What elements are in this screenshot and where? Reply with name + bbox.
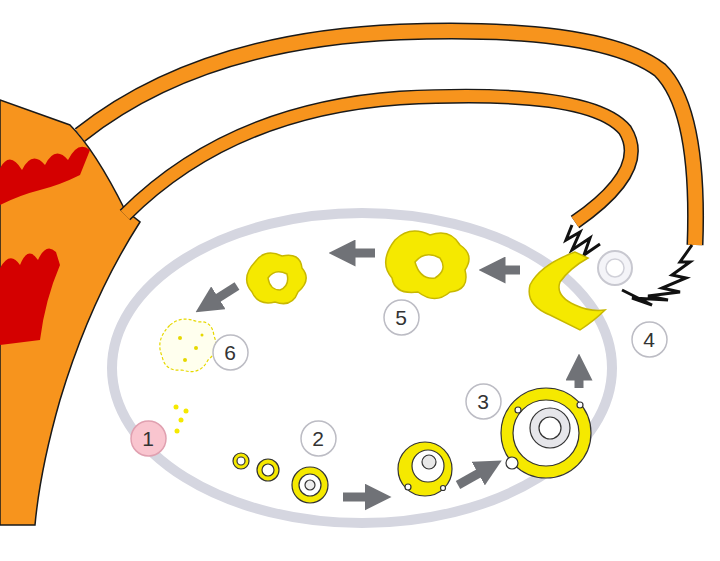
callout-number: 1 — [142, 428, 154, 449]
ovum — [598, 251, 632, 285]
fimbriae — [622, 245, 692, 305]
callout-number: 2 — [312, 428, 324, 449]
corpus-albicans-spots — [178, 334, 204, 363]
ovary-outline — [112, 213, 612, 523]
corpus-luteum — [386, 231, 469, 299]
fallopian-tube — [125, 96, 631, 222]
callout-number: 4 — [643, 329, 655, 350]
callout-circle: 6 — [212, 334, 249, 371]
endometrium — [0, 147, 90, 205]
primordial-follicles — [174, 405, 189, 434]
callout-circle: 4 — [631, 321, 668, 358]
callout-number: 3 — [477, 391, 489, 412]
cycle-arrow — [207, 253, 579, 497]
callout-circle: 3 — [465, 383, 502, 420]
ruptured-follicle — [529, 252, 605, 330]
uterus-wall — [0, 100, 140, 525]
ovum — [606, 259, 624, 277]
growing-follicles — [233, 388, 591, 503]
fimbriae — [566, 225, 600, 255]
endometrium — [0, 248, 60, 345]
callout-number: 5 — [395, 307, 407, 328]
corpus-luteum — [247, 253, 306, 304]
callout-circle: 5 — [383, 299, 420, 336]
fallopian-tube — [125, 96, 631, 222]
callout-circle: 1 — [130, 420, 167, 457]
callout-number: 6 — [224, 342, 236, 363]
corpus-albicans — [160, 319, 216, 372]
callout-circle: 2 — [300, 420, 337, 457]
